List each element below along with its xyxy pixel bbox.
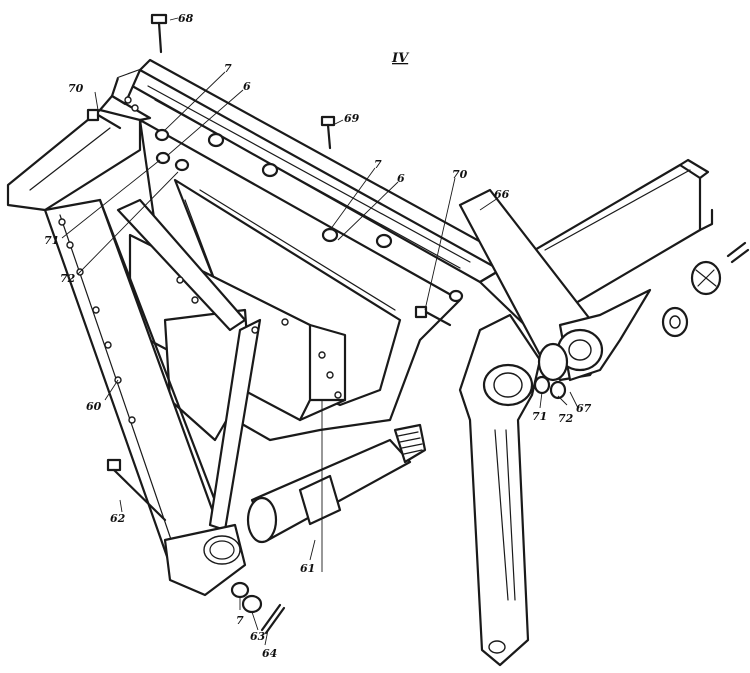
callout-60: 60 [86, 400, 102, 413]
pivot-arm [458, 313, 542, 667]
inner-brace [116, 198, 262, 532]
callout-63: 63 [250, 630, 266, 643]
callout-70: 70 [452, 168, 468, 181]
bracket-66 [458, 188, 652, 382]
callout-68: 68 [178, 12, 194, 25]
callout-71: 71 [532, 410, 547, 423]
right-fasteners [661, 241, 750, 338]
callout-72: 72 [558, 412, 574, 425]
upper-left-bracket [6, 94, 152, 212]
callout-7: 7 [224, 62, 232, 75]
callout-71: 71 [44, 234, 59, 247]
view-label: IV [391, 51, 410, 66]
callout-6: 6 [243, 80, 251, 93]
callout-70: 70 [68, 82, 84, 95]
rail-nuts [154, 128, 464, 303]
callout-66: 66 [494, 188, 510, 201]
leader-lines [61, 17, 579, 646]
bottom-fasteners [230, 581, 286, 635]
callout-7: 7 [374, 158, 382, 171]
callout-69: 69 [344, 112, 360, 125]
callout-7: 7 [236, 614, 244, 627]
callout-6: 6 [397, 172, 405, 185]
callout-61: 61 [300, 562, 315, 575]
bolts [86, 13, 452, 522]
lower-eye [163, 523, 247, 597]
callout-62: 62 [110, 512, 126, 525]
callout-64: 64 [262, 647, 277, 660]
callout-67: 67 [576, 402, 592, 415]
callout-72: 72 [60, 272, 76, 285]
shaft-61 [246, 400, 427, 572]
